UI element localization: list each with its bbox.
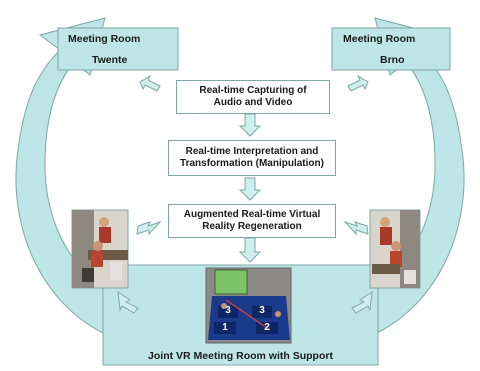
step-capture-line2: Audio and Video (213, 97, 293, 108)
meeting-room-twente-box (57, 27, 179, 71)
arrow-brno-to-capture (347, 74, 369, 92)
step-regen-line2: Reality Regeneration (202, 221, 302, 232)
step-regen-box: Augmented Real-time Virtual Reality Rege… (168, 204, 336, 238)
step-capture-box: Real-time Capturing of Audio and Video (176, 80, 330, 114)
tile-number-1: 1 (222, 322, 228, 333)
arrow-twente-to-capture (139, 74, 161, 92)
tile-number-2: 2 (264, 322, 270, 333)
step-capture-line1: Real-time Capturing of (199, 85, 307, 96)
tile-number-3b: 3 (259, 305, 265, 316)
left-scene-image (71, 209, 129, 289)
meeting-room-brno-box (331, 27, 451, 71)
tile-number-3a: 3 (225, 305, 231, 316)
arrow-interpret-to-regen (238, 177, 262, 201)
step-regen-line1: Augmented Real-time Virtual (183, 209, 321, 220)
room-brno-name: Brno (380, 54, 405, 66)
room-brno-title: Meeting Room (343, 33, 416, 45)
arrow-capture-to-interpret (238, 113, 262, 137)
arrow-regen-to-right (343, 220, 369, 236)
arrow-regen-to-left (136, 220, 162, 236)
right-scene-image (369, 209, 421, 289)
arrow-right-to-joint (351, 290, 373, 314)
joint-room-label: Joint VR Meeting Room with Support (148, 350, 333, 362)
left-curved-arrow (15, 17, 156, 346)
joint-vr-room-image (205, 267, 292, 344)
step-interpret-line1: Real-time Interpretation and (185, 146, 319, 157)
step-interpret-box: Real-time Interpretation and Transformat… (168, 140, 336, 176)
arrow-left-to-joint (117, 290, 139, 314)
room-twente-title: Meeting Room (68, 33, 141, 45)
step-interpret-line2: Transformation (Manipulation) (180, 158, 324, 169)
room-twente-name: Twente (92, 54, 128, 66)
arrow-regen-to-joint (238, 237, 262, 263)
